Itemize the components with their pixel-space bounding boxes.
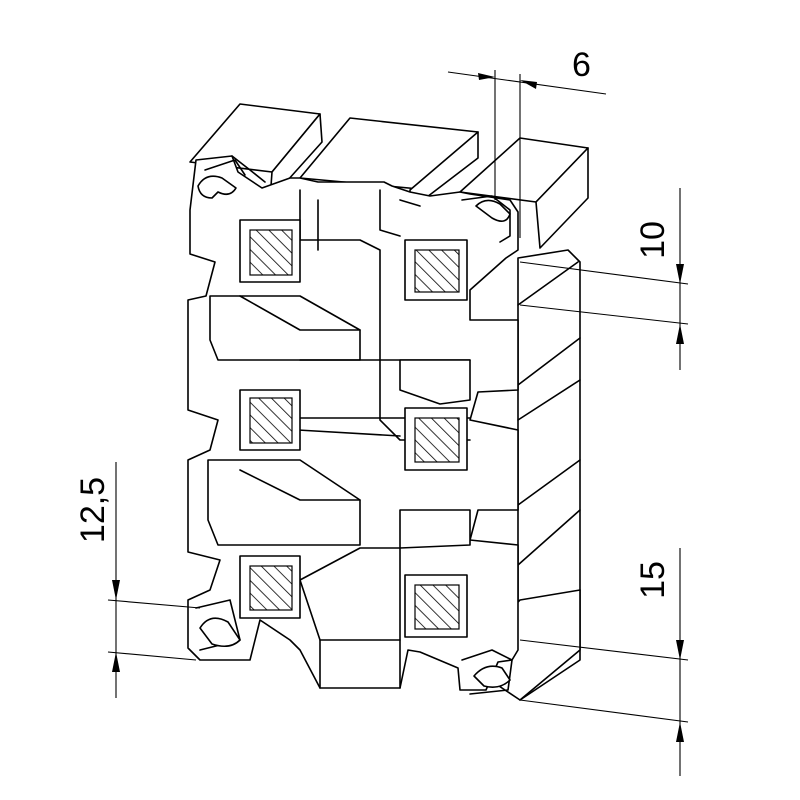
dimension-offset-right-bottom: 15 bbox=[519, 548, 689, 776]
core-lower-left bbox=[239, 555, 301, 619]
dimension-offset-right-top: 10 bbox=[519, 188, 689, 370]
core-lower-right bbox=[404, 574, 468, 638]
dimension-label-12-5: 12,5 bbox=[74, 477, 112, 543]
core-middle-left bbox=[239, 389, 301, 451]
core-middle-right bbox=[404, 407, 468, 471]
dimension-label-6: 6 bbox=[572, 46, 591, 84]
dimension-label-10: 10 bbox=[634, 221, 672, 259]
dimension-offset-left-bottom: 12,5 bbox=[74, 462, 201, 698]
dimension-label-15: 15 bbox=[634, 561, 672, 599]
internal-cavities bbox=[195, 155, 513, 695]
core-upper-left bbox=[239, 219, 301, 283]
dimension-slot-width: 6 bbox=[447, 46, 607, 238]
hatched-cores bbox=[239, 219, 468, 638]
corner-bores bbox=[197, 175, 511, 688]
core-upper-right bbox=[404, 239, 468, 301]
